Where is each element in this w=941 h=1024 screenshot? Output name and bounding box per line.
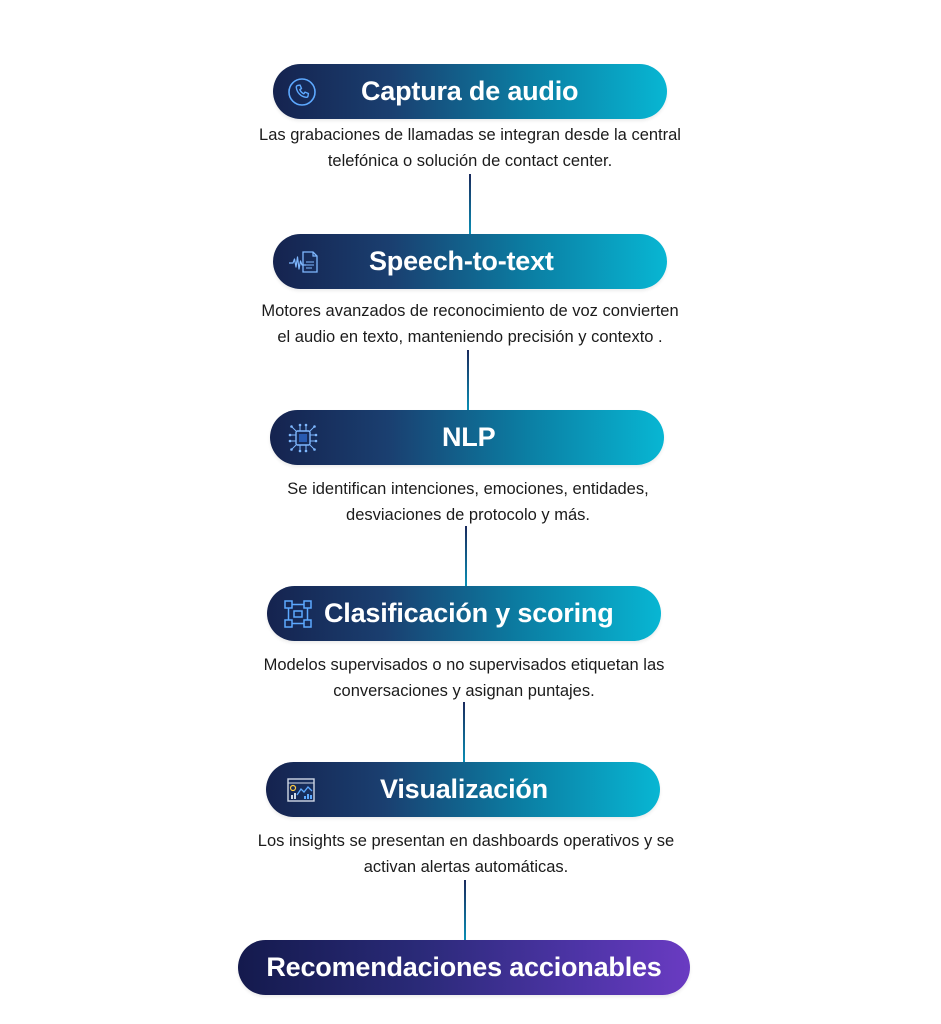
step-recomendaciones-accionables: Recomendaciones accionables bbox=[238, 940, 690, 995]
step-speech-to-text: Speech-to-text bbox=[273, 234, 667, 289]
ai-chip-icon bbox=[286, 421, 320, 455]
soundwave-document-icon bbox=[287, 245, 321, 279]
connector-line bbox=[469, 174, 471, 234]
connector-line bbox=[467, 350, 469, 410]
step-description: Modelos supervisados o no supervisados e… bbox=[263, 656, 665, 700]
phone-icon bbox=[285, 75, 319, 109]
step-description: Las grabaciones de llamadas se integran … bbox=[259, 126, 681, 170]
step-title: Visualización bbox=[380, 774, 548, 804]
step-title: NLP bbox=[442, 422, 496, 452]
step-visualizacion: Visualización bbox=[266, 762, 660, 817]
connector-line bbox=[465, 526, 467, 586]
dashboard-icon bbox=[284, 773, 318, 807]
step-description: Los insights se presentan en dashboards … bbox=[257, 832, 675, 876]
step-nlp: NLP bbox=[270, 410, 664, 465]
network-nodes-icon bbox=[281, 597, 315, 631]
step-description: Se identifican intenciones, emociones, e… bbox=[287, 480, 649, 524]
step-title: Speech-to-text bbox=[369, 246, 554, 276]
step-title: Captura de audio bbox=[361, 76, 579, 106]
connector-line bbox=[463, 702, 465, 762]
step-clasificacion-y-scoring: Clasificación y scoring bbox=[267, 586, 661, 641]
step-title: Clasificación y scoring bbox=[324, 598, 614, 628]
step-title: Recomendaciones accionables bbox=[266, 952, 662, 982]
step-captura-de-audio: Captura de audio bbox=[273, 64, 667, 119]
connector-line bbox=[464, 880, 466, 940]
step-description: Motores avanzados de reconocimiento de v… bbox=[261, 302, 679, 346]
